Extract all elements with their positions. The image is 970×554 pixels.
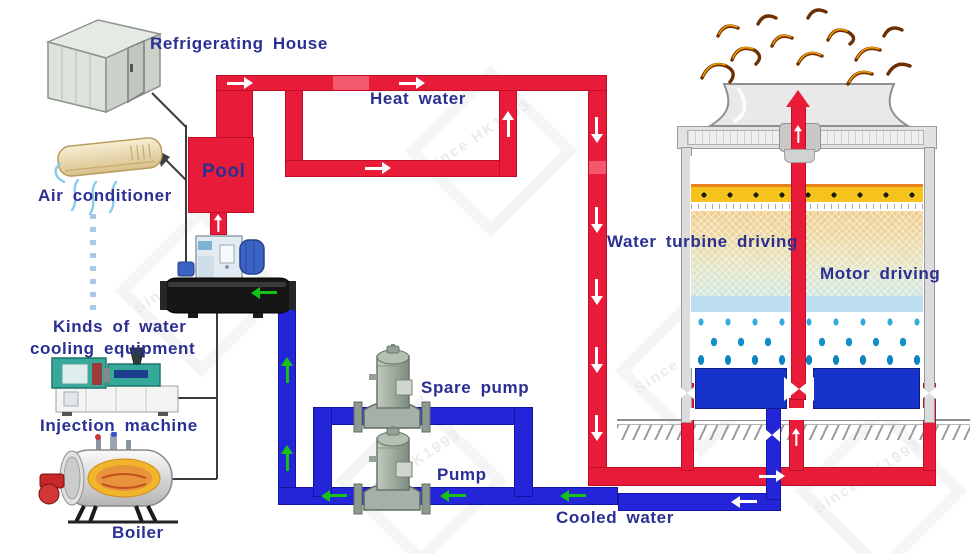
flow-arrow-up (793, 125, 803, 143)
flow-arrow-green-left (251, 287, 277, 299)
pool-label: Pool (202, 161, 246, 182)
center-pipe-arrowhead (786, 90, 810, 107)
chiller-return-pipe (278, 300, 296, 498)
tower-basin-right (813, 368, 920, 409)
flow-arrow-green-up (281, 445, 293, 471)
water-turbine-driving-label: Water turbine driving (607, 232, 798, 251)
refrigerating-house-icon (45, 19, 163, 114)
air-conditioner-icon (54, 137, 163, 216)
injection-machine-icon (51, 347, 179, 416)
air-conditioner-label: Air conditioner (38, 186, 172, 205)
cooling-equipment-label-line2: cooling equipment (30, 339, 196, 358)
flow-arrow-down (591, 117, 603, 143)
spare-pump-branch-right (514, 407, 533, 497)
cooled-water-main-pipe (278, 487, 618, 505)
flow-arrow-right (227, 77, 253, 89)
tower-interior-lower (690, 408, 924, 420)
spare-pump-branch-left (313, 407, 332, 497)
pool-riser-pipe (216, 90, 253, 138)
cooled-water-label: Cooled water (556, 508, 674, 527)
pipe-collar (784, 149, 815, 163)
flow-arrow-down (591, 279, 603, 305)
motor-driving-label: Motor driving (820, 264, 941, 283)
sprinkler-nozzle-band (691, 187, 923, 202)
flow-arrow-up (791, 428, 801, 446)
steam-icon (700, 8, 912, 86)
fill-media (691, 211, 923, 296)
heat-water-label: Heat water (370, 89, 466, 108)
eliminator-band (691, 204, 923, 209)
tower-basin-left (695, 368, 787, 409)
flow-arrow-up (502, 111, 514, 137)
heat-loop-left-pipe (285, 90, 303, 177)
boiler-label: Boiler (112, 523, 164, 542)
pool-tank (188, 137, 254, 213)
water-droplets (691, 312, 923, 368)
basin-valve-icon (784, 377, 814, 401)
flow-arrow-right (365, 162, 391, 174)
tower-deck-louver-left (687, 130, 782, 145)
tower-center-pipe (791, 106, 806, 400)
sprinkler-header-line (691, 184, 923, 187)
spare-pump-icon (353, 344, 431, 433)
flow-arrow-right (399, 77, 425, 89)
flow-arrow-down (591, 207, 603, 233)
valve-icon (679, 386, 695, 400)
flow-arrow-down (591, 347, 603, 373)
tower-deck-louver-right (819, 130, 924, 145)
refrigerating-house-label: Refrigerating House (150, 34, 328, 53)
pipe-coupling (333, 76, 369, 90)
tower-wall-right (924, 147, 935, 423)
flow-arrow-green-up (281, 357, 293, 383)
cooling-equipment-label-line1: Kinds of water (53, 317, 187, 336)
pump-label: Pump (437, 465, 487, 484)
cooled-water-tower-pipe (618, 493, 781, 511)
pump-icon (353, 426, 431, 515)
flow-arrow-right (759, 470, 785, 482)
drain-valve-icon (764, 428, 780, 442)
injection-machine-label: Injection machine (40, 416, 198, 435)
chiller-icon (160, 235, 296, 318)
flow-arrow-left (731, 496, 757, 508)
flow-arrow-green-left (560, 490, 586, 502)
basin-drain-pipe (766, 408, 781, 500)
boiler-icon (38, 432, 178, 524)
valve-icon (921, 386, 937, 400)
mist-band (691, 296, 923, 312)
dotted-link-line (90, 214, 96, 316)
spare-pump-label: Spare pump (421, 378, 530, 397)
flow-arrow-green-left (321, 490, 347, 502)
flow-arrow-down (591, 415, 603, 441)
flow-arrow-green-left (440, 490, 466, 502)
pipe-coupling (589, 161, 606, 174)
heat-loop-bottom-pipe (285, 160, 517, 177)
